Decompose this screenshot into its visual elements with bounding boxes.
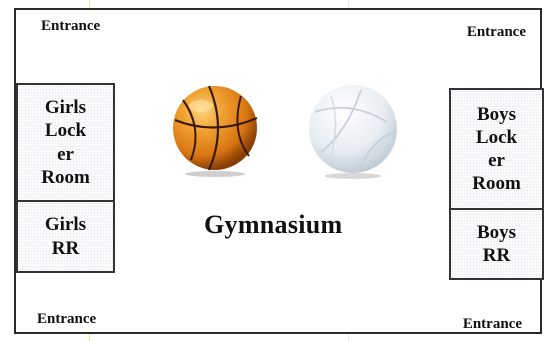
basketball-icon [173, 85, 258, 177]
entrance-top-left: Entrance [41, 18, 101, 34]
boys-restroom-label: Boys RR [476, 221, 517, 266]
volleyball-icon [309, 85, 397, 179]
entrance-bottom-left: Entrance [37, 311, 97, 327]
boys-locker-room-label: Boys Lock er Room [472, 103, 521, 195]
girls-restroom-label: Girls RR [44, 214, 87, 259]
entrance-bottom-right: Entrance [462, 316, 522, 332]
girls-restroom: Girls RR [16, 200, 115, 273]
girls-locker-room: Girls Lock er Room [16, 83, 115, 202]
boys-restroom: Boys RR [449, 208, 544, 280]
gymnasium-floor-plan: Entrance Entrance Entrance Entrance Girl… [14, 8, 544, 334]
boys-locker-room: Boys Lock er Room [449, 88, 544, 210]
entrance-top-right: Entrance [466, 24, 526, 40]
gymnasium-label: Gymnasium [204, 210, 343, 239]
girls-locker-room-label: Girls Lock er Room [41, 97, 90, 188]
